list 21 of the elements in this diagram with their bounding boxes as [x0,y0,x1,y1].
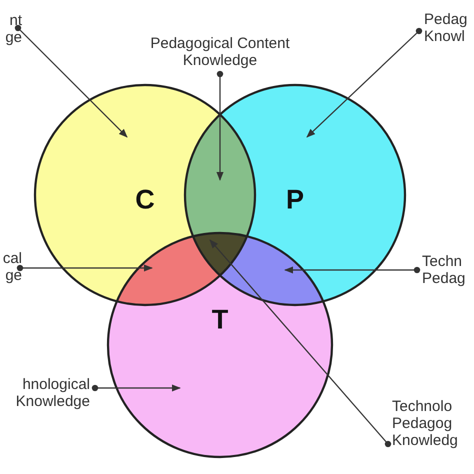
leader-line [92,384,181,392]
region-label: hnological Knowledge [0,376,90,410]
circle-letter: T [212,304,228,336]
region-label: nt ge [0,12,22,46]
overlap-region [193,233,247,276]
overlap-region [220,236,324,305]
leader-line [216,70,224,181]
leader-line [284,266,420,274]
region-label: Techn Pedag [422,253,474,287]
overlap-region [185,114,255,236]
circle-letter: P [286,184,304,216]
leader-line [16,264,153,272]
leader-line [306,28,422,138]
region-label: cal ge [0,250,22,284]
region-label: Technolo Pedagog Knowledg [392,398,474,449]
region-label: Pedagogical Content Knowledge [120,35,320,69]
leader-line [14,24,128,138]
region-label: Pedag Knowl [424,11,474,45]
overlap-region [116,236,220,305]
circle-letter: C [135,184,155,216]
leader-line [209,239,392,448]
